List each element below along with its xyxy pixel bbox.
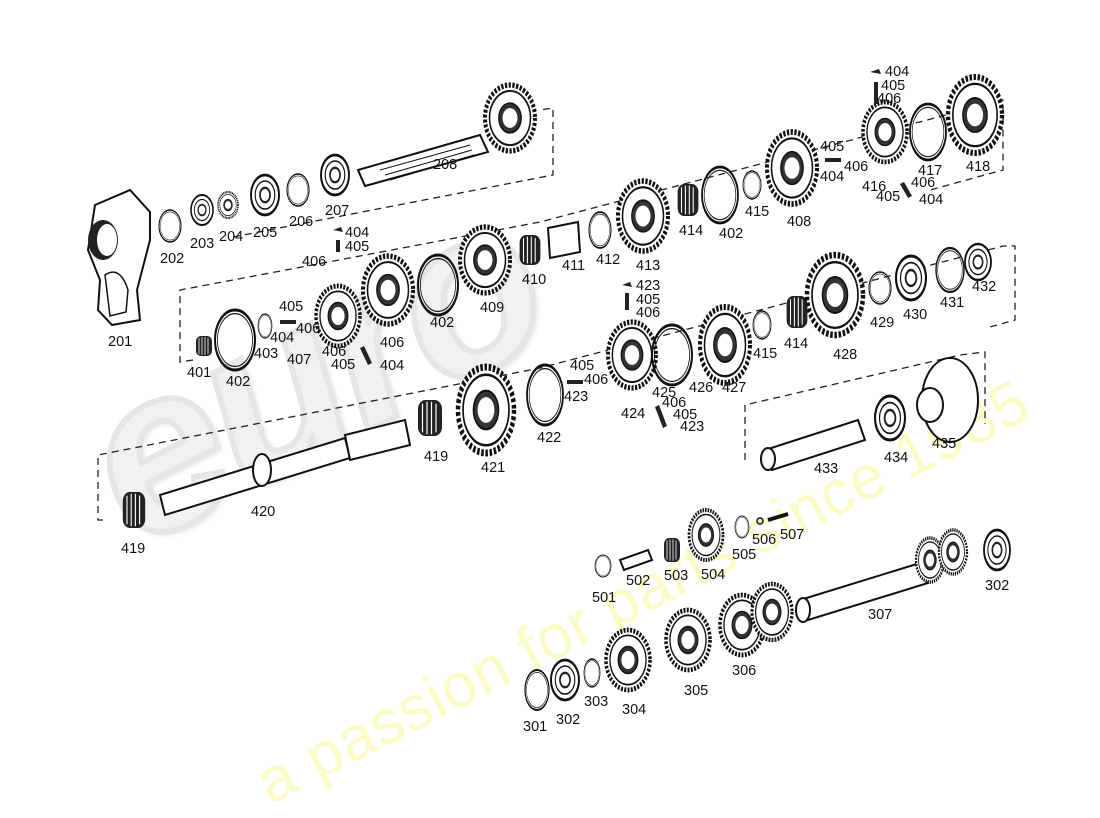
part-label-204: 204 (219, 229, 244, 245)
part-label-405: 405 (820, 139, 845, 155)
part-label-403: 403 (254, 346, 279, 362)
part-label-420: 420 (251, 504, 276, 520)
part-label-501: 501 (592, 590, 617, 606)
part-label-305: 305 (684, 683, 709, 699)
part-label-431: 431 (940, 295, 965, 311)
part-label-433: 433 (814, 461, 839, 477)
part-label-406: 406 (877, 91, 902, 107)
part-label-406: 406 (844, 159, 869, 175)
part-label-422: 422 (537, 430, 562, 446)
part-label-205: 205 (253, 225, 278, 241)
part-label-505: 505 (732, 547, 757, 563)
housing-201 (86, 188, 151, 327)
part-label-406: 406 (296, 321, 321, 337)
part-label-426: 426 (689, 380, 714, 396)
part-label-402: 402 (430, 315, 455, 331)
shaft-208 (356, 133, 490, 188)
part-label-414: 414 (679, 223, 704, 239)
part-label-404: 404 (345, 225, 370, 241)
part-label-404: 404 (270, 330, 295, 346)
part-label-302: 302 (556, 712, 581, 728)
part-label-421: 421 (481, 460, 506, 476)
part-label-427: 427 (722, 380, 747, 396)
part-label-502: 502 (626, 573, 651, 589)
part-label-417: 417 (918, 163, 943, 179)
assembly-brackets (97, 99, 1016, 521)
part-label-405: 405 (876, 189, 901, 205)
part-label-405: 405 (331, 357, 356, 373)
part-label-429: 429 (870, 315, 895, 331)
part-label-409: 409 (480, 300, 505, 316)
part-label-504: 504 (701, 567, 726, 583)
part-label-423: 423 (680, 419, 705, 435)
part-label-434: 434 (884, 450, 909, 466)
part-label-307: 307 (868, 607, 893, 623)
part-label-408: 408 (787, 214, 812, 230)
part-label-301: 301 (523, 719, 548, 735)
part-label-201: 201 (108, 334, 133, 350)
part-label-414: 414 (784, 336, 809, 352)
part-label-416: 416 (862, 179, 887, 195)
part-label-302: 302 (985, 578, 1010, 594)
part-label-207: 207 (325, 203, 350, 219)
part-label-430: 430 (903, 307, 928, 323)
part-label-402: 402 (226, 374, 251, 390)
part-label-407: 407 (287, 352, 312, 368)
part-label-415: 415 (753, 346, 778, 362)
part-label-303: 303 (584, 694, 609, 710)
part-label-424: 424 (621, 406, 646, 422)
part-label-203: 203 (190, 236, 215, 252)
part-label-413: 413 (636, 258, 661, 274)
part-label-432: 432 (972, 279, 997, 295)
part-label-404: 404 (885, 64, 910, 80)
part-label-405: 405 (673, 407, 698, 423)
part-label-410: 410 (522, 272, 547, 288)
part-label-412: 412 (596, 252, 621, 268)
part-label-405: 405 (570, 358, 595, 374)
part-label-406: 406 (380, 335, 405, 351)
part-label-419: 419 (424, 449, 449, 465)
part-label-402: 402 (719, 226, 744, 242)
part-label-411: 411 (562, 258, 586, 274)
part-label-418: 418 (966, 159, 991, 175)
part-label-425: 425 (652, 385, 677, 401)
part-label-404: 404 (820, 169, 845, 185)
part-label-304: 304 (622, 702, 647, 718)
part-label-406: 406 (322, 344, 347, 360)
part-label-507: 507 (780, 527, 805, 543)
part-label-404: 404 (919, 192, 944, 208)
part-label-435: 435 (932, 436, 957, 452)
part-label-404: 404 (380, 358, 405, 374)
part-label-406: 406 (662, 395, 687, 411)
part-label-428: 428 (833, 347, 858, 363)
part-label-405: 405 (636, 292, 661, 308)
part-label-419: 419 (121, 541, 146, 557)
parts-drawing (86, 0, 1100, 711)
part-label-423: 423 (636, 278, 661, 294)
part-label-405: 405 (279, 299, 304, 315)
part-label-206: 206 (289, 214, 314, 230)
part-label-406: 406 (584, 372, 609, 388)
part-label-406: 406 (636, 305, 661, 321)
part-label-202: 202 (160, 251, 185, 267)
part-label-405: 405 (881, 78, 906, 94)
part-label-306: 306 (732, 663, 757, 679)
part-label-423: 423 (564, 389, 589, 405)
part-label-208: 208 (433, 157, 458, 173)
part-label-406: 406 (302, 254, 327, 270)
part-label-503: 503 (664, 568, 689, 584)
part-label-415: 415 (745, 204, 770, 220)
parts-diagram: euro a passion for parts since 1985 (39, 0, 1100, 817)
part-label-401: 401 (187, 365, 212, 381)
part-label-406: 406 (911, 175, 936, 191)
part-label-506: 506 (752, 532, 777, 548)
part-label-405: 405 (345, 239, 370, 255)
